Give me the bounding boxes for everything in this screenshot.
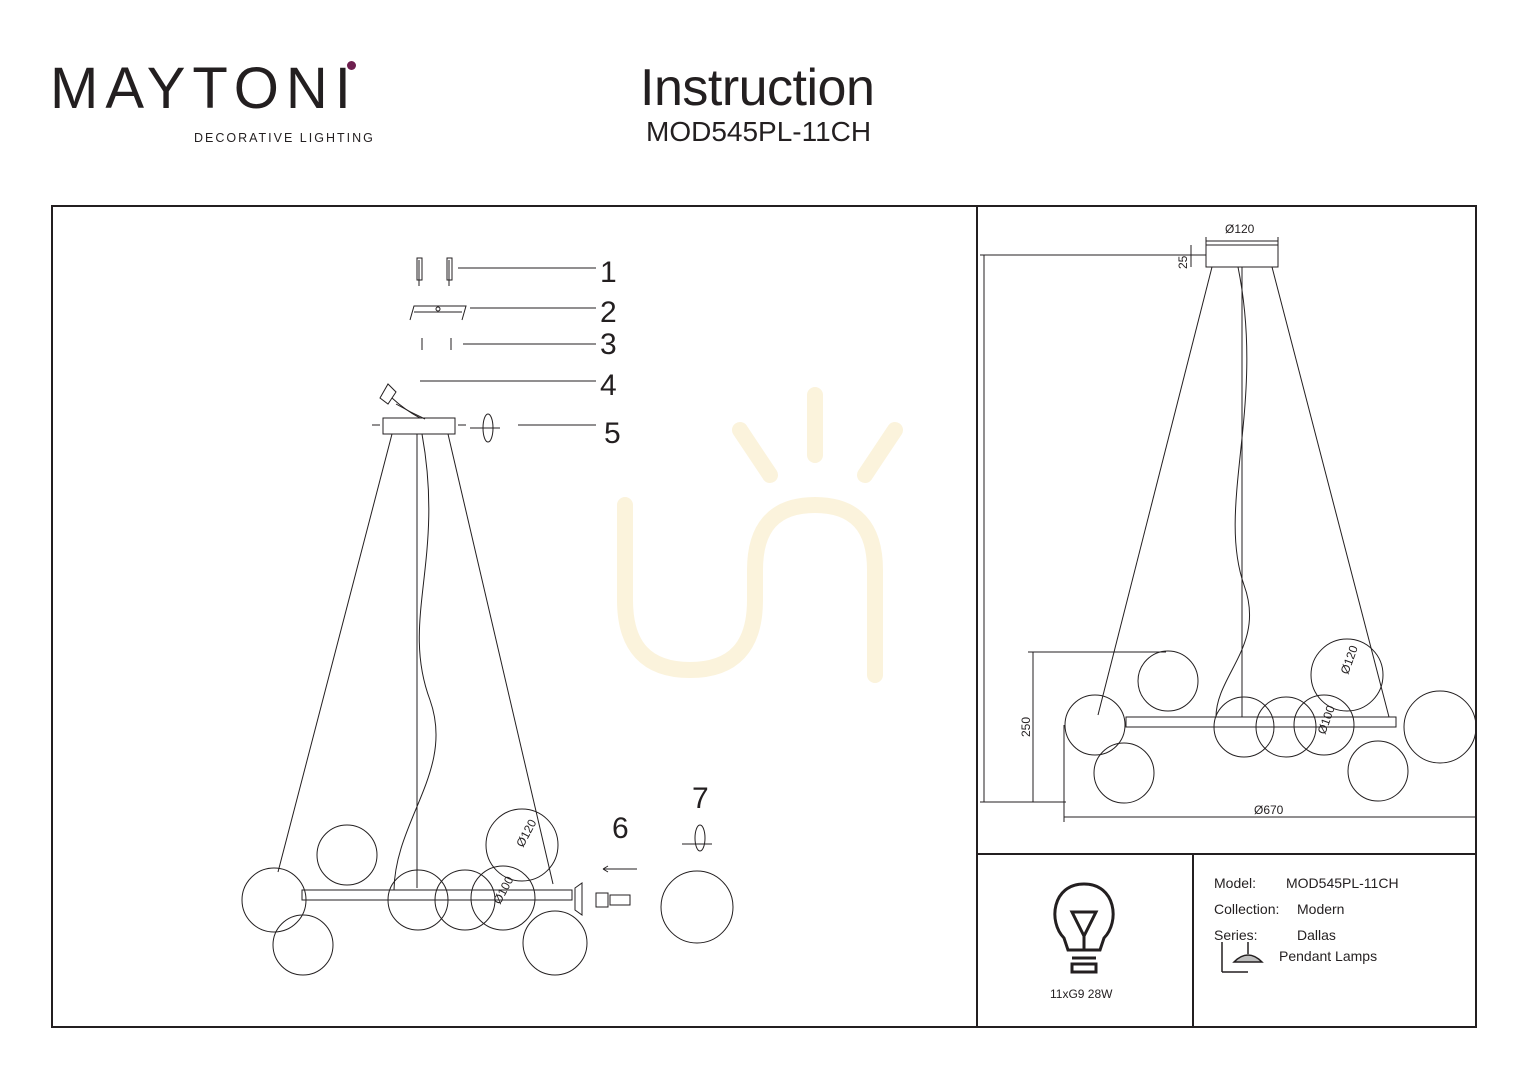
part-number: 4	[600, 369, 617, 402]
lamp-body-bar	[1125, 716, 1397, 728]
canopy-height-label: 25	[1176, 255, 1190, 269]
dimension-drawing: Ø120 25 1370 250 Ø670 Ø120 Ø100	[976, 222, 1476, 822]
dimension-label: Ø120	[513, 817, 539, 850]
body-height-label: 250	[1019, 717, 1033, 737]
globe	[1310, 638, 1384, 712]
rotate-arrow-icon	[470, 413, 500, 443]
globe	[522, 910, 588, 976]
globe	[272, 914, 334, 976]
globe	[316, 824, 378, 886]
part-number: 6	[612, 812, 629, 845]
model-value: MOD545PL-11CH	[1286, 875, 1399, 891]
globe	[434, 869, 496, 931]
globe-large-label: Ø120	[1338, 643, 1361, 676]
globe-small-label: Ø100	[1315, 703, 1338, 736]
globe	[1403, 690, 1476, 764]
globe	[1293, 694, 1355, 756]
series-label: Series:	[1214, 927, 1258, 943]
anchor-screws-part	[416, 257, 453, 286]
pendant-lamp-icon	[1221, 942, 1264, 973]
lamp-body-bar	[301, 889, 573, 901]
globe	[387, 869, 449, 931]
globe	[1064, 694, 1126, 756]
total-height-label: 1370	[976, 516, 980, 543]
brand-tagline: DECORATIVE LIGHTING	[194, 131, 375, 145]
panel-divider-horizontal	[976, 853, 1477, 855]
globe	[1093, 742, 1155, 804]
bulb-icon	[1053, 882, 1115, 974]
part-number: 1	[600, 256, 617, 289]
panel-divider-vertical	[976, 205, 978, 1028]
assembly-diagram: 1 2 3 4 5 6 7 Ø120 Ø100	[241, 256, 903, 976]
series-value: Dallas	[1297, 927, 1336, 943]
globe	[1213, 696, 1275, 758]
brand-logo-dot	[347, 61, 356, 70]
brand-logo: MAYTONI	[50, 60, 358, 118]
wire-connector-part	[379, 383, 426, 420]
part-number: 5	[604, 417, 621, 450]
collection-label: Collection:	[1214, 901, 1280, 917]
globe	[1347, 740, 1409, 802]
canopy-diameter-label: Ø120	[1225, 222, 1255, 236]
width-label: Ø670	[1254, 803, 1284, 817]
spec-divider	[1192, 853, 1194, 1028]
lamp-type: Pendant Lamps	[1279, 948, 1378, 964]
mounting-bracket-part	[409, 305, 467, 321]
globe	[485, 808, 559, 882]
brand-name: MAYTONI	[50, 56, 358, 121]
model-label: Model:	[1214, 875, 1257, 891]
globe	[1255, 696, 1317, 758]
collection-value: Modern	[1297, 901, 1345, 917]
globe	[470, 865, 536, 931]
globe	[1137, 650, 1199, 712]
globe-shade-part	[660, 870, 734, 944]
bulb-spec: 11xG9 28W	[1050, 987, 1113, 1001]
model-heading: MOD545PL-11CH	[646, 116, 872, 147]
part-number: 7	[692, 782, 709, 815]
page-title: Instruction	[640, 59, 875, 117]
screws-part	[421, 338, 452, 350]
canopy-part	[382, 417, 456, 435]
globe	[241, 867, 307, 933]
bulb-socket-part	[595, 892, 609, 908]
part-number: 3	[600, 328, 617, 361]
part-number: 2	[600, 296, 617, 329]
instruction-frame	[51, 205, 1477, 1028]
watermark-logo	[617, 387, 903, 683]
canopy	[1205, 244, 1279, 268]
